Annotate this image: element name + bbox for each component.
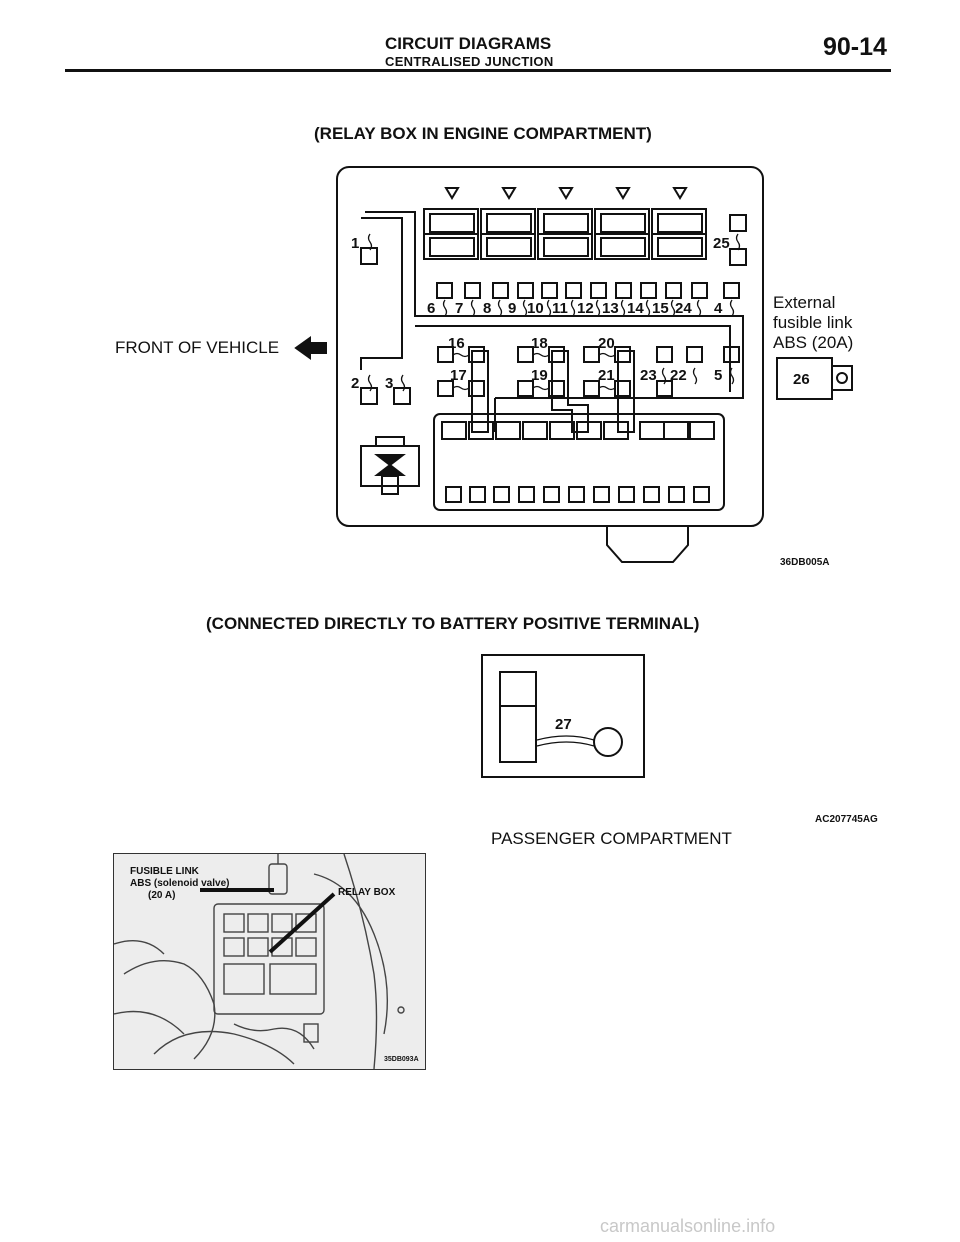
fuse-number-21: 21 [598,367,615,384]
fuse-number-15: 15 [652,300,669,317]
passenger-compartment-caption: PASSENGER COMPARTMENT [491,829,732,848]
photo-illustration [114,854,425,1069]
header-rule [65,69,891,72]
watermark: carmanualsonline.info [600,1216,776,1236]
relay-box-caption: (RELAY BOX IN ENGINE COMPARTMENT) [314,124,652,143]
battery-diagram [481,654,645,778]
fuse-number-23: 23 [640,367,657,384]
photo-label-relay-box: RELAY BOX [338,887,396,898]
battery-figure-code: AC207745AG [815,814,878,825]
fuse-number-1: 1 [351,235,359,252]
battery-caption: (CONNECTED DIRECTLY TO BATTERY POSITIVE … [206,614,700,633]
photo-label-amperage: (20 A) [148,890,176,901]
fuse-number-4: 4 [714,300,723,317]
fuse-number-14: 14 [627,300,644,317]
fuse-numbers: 1 2 3 4 5 6 7 8 9 10 11 12 13 14 15 16 1… [351,235,810,392]
relay-box-tab [606,526,689,563]
relay-box-outline [336,166,764,527]
fuse-number-8: 8 [483,300,491,317]
fuse-number-27: 27 [555,716,572,733]
fuse-number-3: 3 [385,375,393,392]
photo-label-abs: ABS (solenoid valve) [130,878,230,889]
fuse-number-12: 12 [577,300,594,317]
fuse-number-19: 19 [531,367,548,384]
section-subtitle: CENTRALISED JUNCTION [385,54,554,69]
fuse-number-17: 17 [450,367,467,384]
relay-row [423,208,707,260]
fuse-number-22: 22 [670,367,687,384]
fuse-number-26: 26 [793,371,810,388]
page-number: 90-14 [823,33,887,61]
connector-pins-bottom [445,486,710,503]
fuse-number-11: 11 [552,300,568,317]
fuse-number-5: 5 [714,367,722,384]
photo-figure-code: 35DB093A [384,1056,419,1063]
external-label-line-2: fusible link [773,313,853,332]
fuse-number-25: 25 [713,235,730,252]
connector-pins-top [441,421,715,440]
fuse-number-24: 24 [675,300,692,317]
front-arrow-icon [294,336,327,360]
fuse-number-16: 16 [448,335,465,352]
fuse-number-18: 18 [531,335,548,352]
fuse-number-10: 10 [527,300,544,317]
fuse-number-7: 7 [455,300,463,317]
relay-indicator-icons [444,187,688,200]
fuse-number-2: 2 [351,375,359,392]
fuse-number-6: 6 [427,300,435,317]
section-title: CIRCUIT DIAGRAMS [385,34,552,53]
relay-box-figure-code: 36DB005A [780,557,830,568]
relay-box-photo: FUSIBLE LINK ABS (solenoid valve) (20 A)… [113,853,426,1070]
fuse-number-20: 20 [598,335,615,352]
fuse-row-top [436,282,740,299]
photo-label-fusible-link: FUSIBLE LINK [130,866,199,877]
external-fusible-link-label: External fusible link ABS (20A) [773,293,853,353]
main-connector [433,413,725,511]
fuse-number-9: 9 [508,300,516,317]
external-label-line-1: External [773,293,836,312]
front-of-vehicle-label: FRONT OF VEHICLE [115,338,280,357]
external-label-line-3: ABS (20A) [773,333,854,352]
fuse-number-13: 13 [602,300,619,317]
